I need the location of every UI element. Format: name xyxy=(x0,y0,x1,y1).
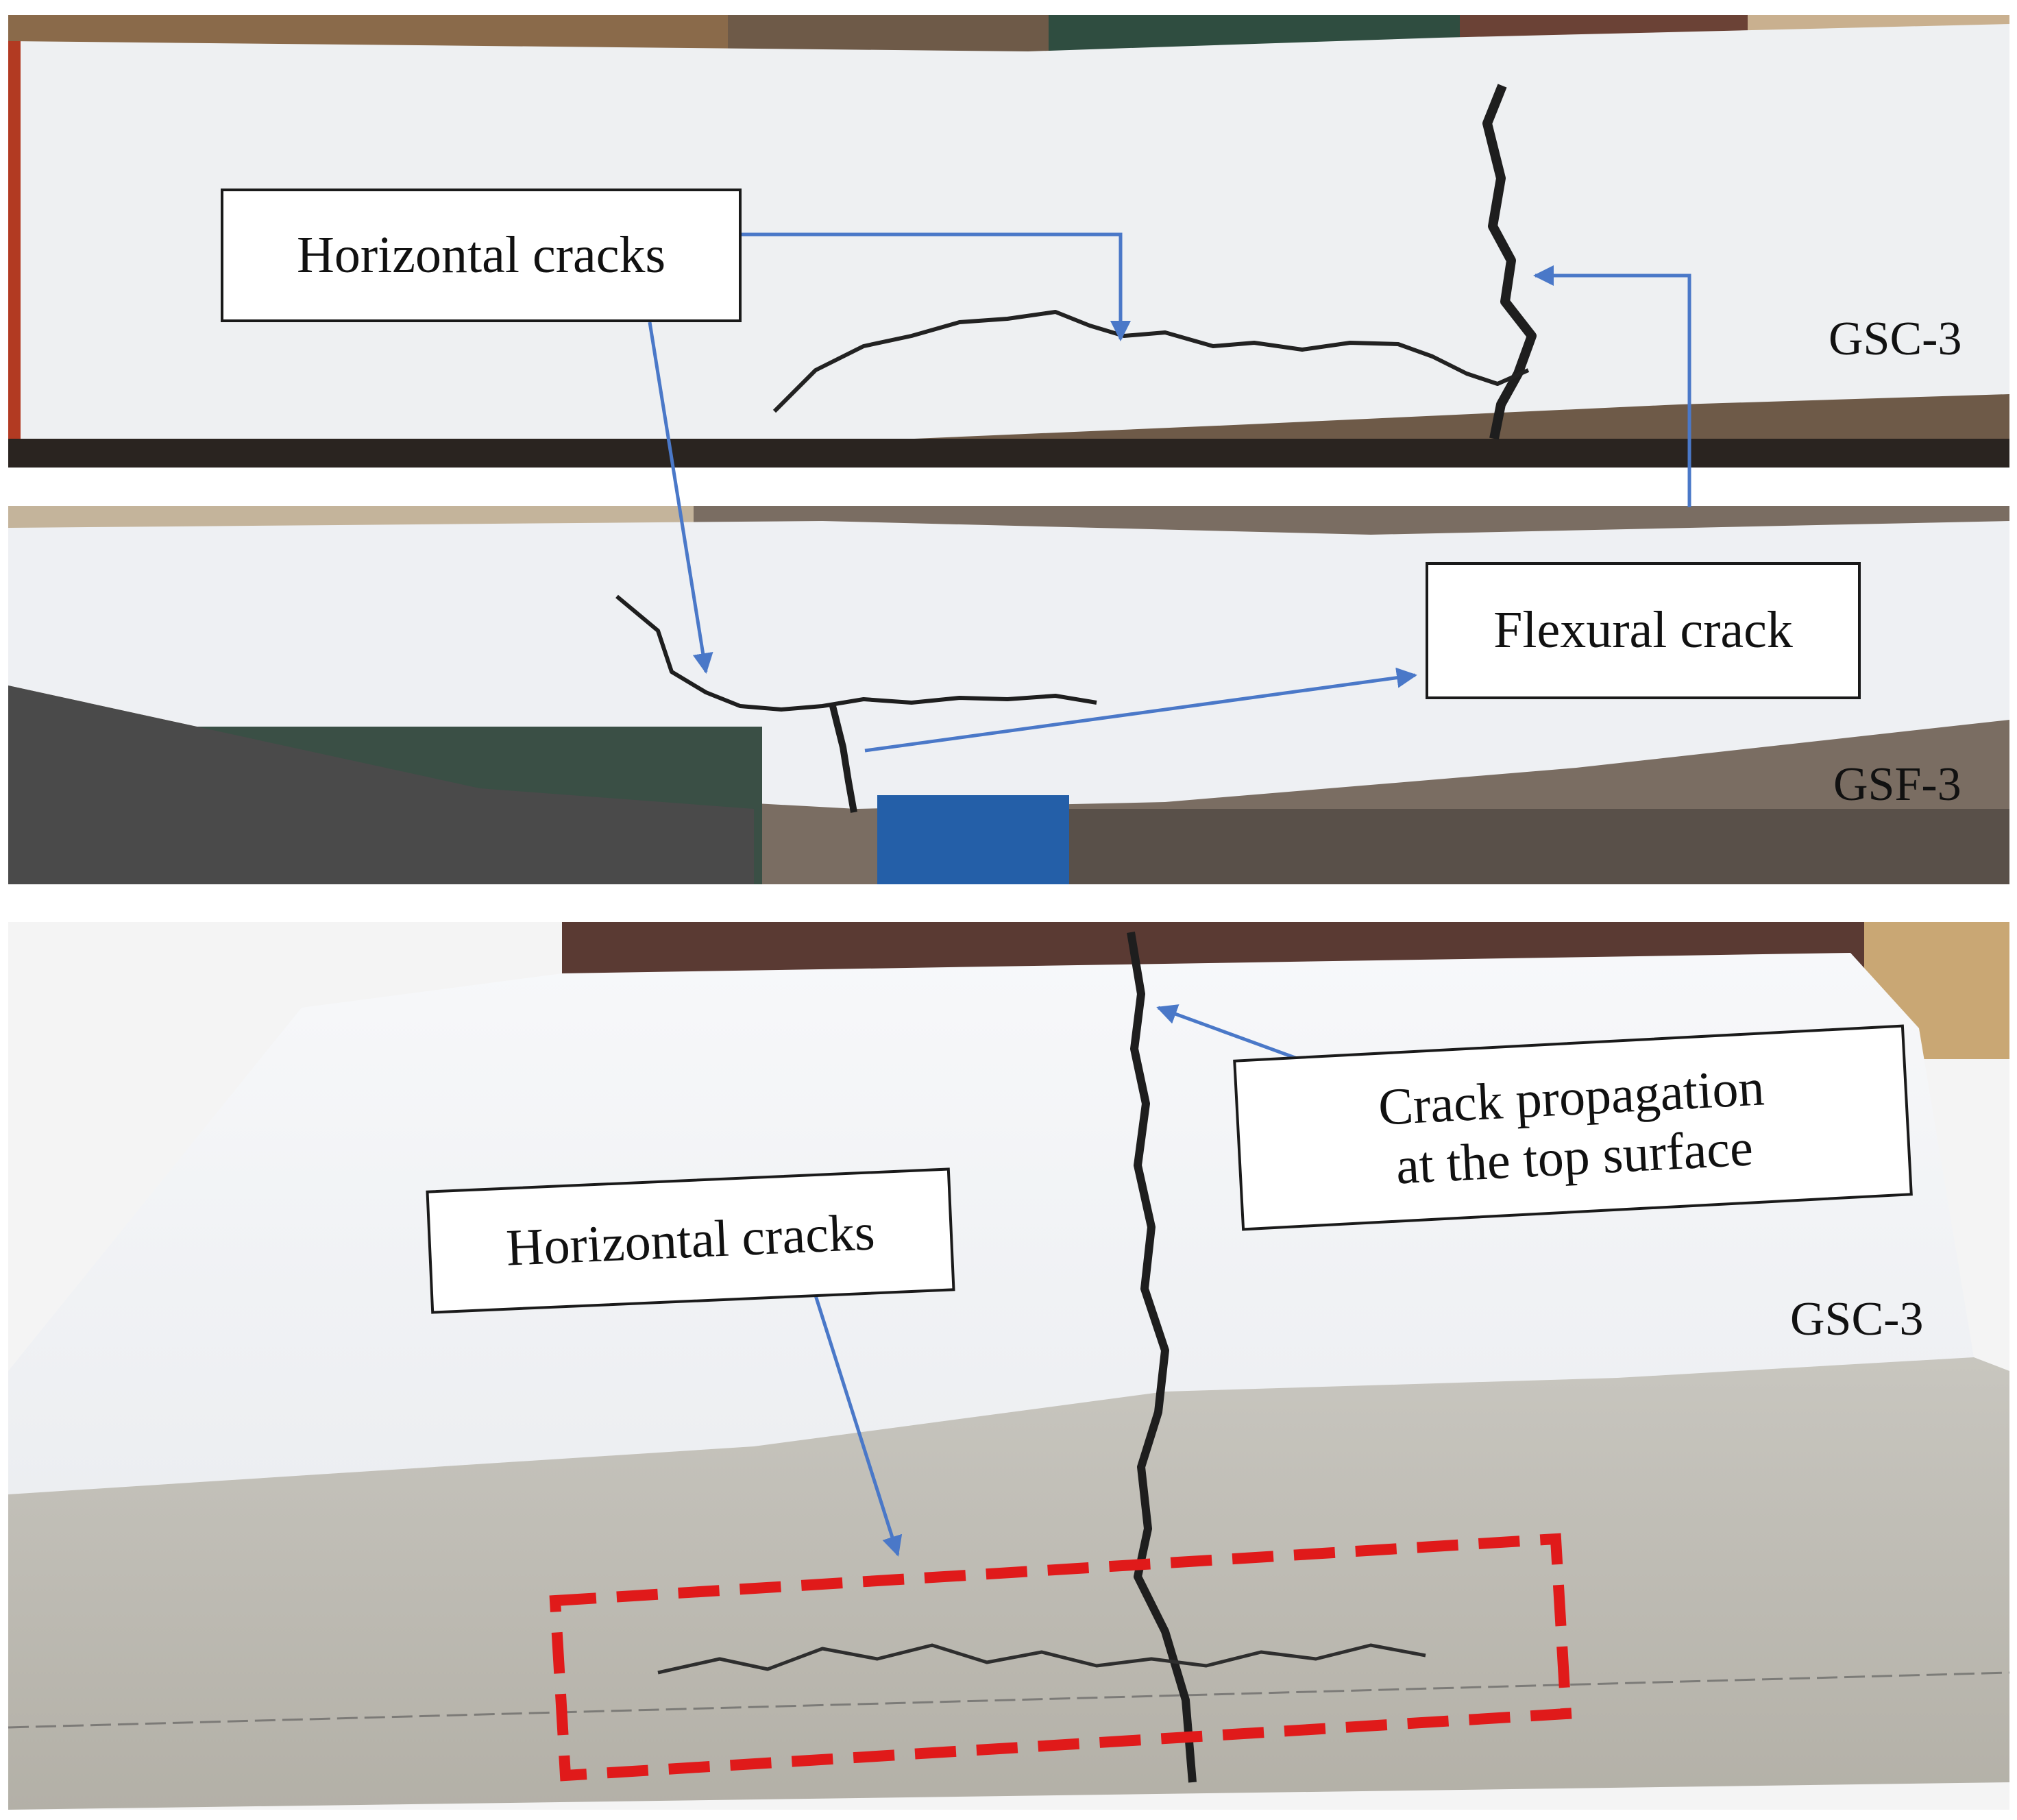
label-text: Horizontal cracks xyxy=(296,226,666,284)
arrow-horizontal-cracks-3 xyxy=(814,1295,903,1557)
specimen-tag-panel-1: GSC-3 xyxy=(1829,313,1962,365)
blue-support xyxy=(877,795,1069,884)
label-flexural-crack: Flexural crack xyxy=(1426,562,1861,699)
arrow-flexural-crack xyxy=(864,667,1417,753)
specimen-tag-panel-2: GSF-3 xyxy=(1833,758,1961,811)
label-text: Flexural crack xyxy=(1493,601,1793,659)
label-text: Horizontal cracks xyxy=(504,1203,877,1277)
arrow-flexural-crack-up xyxy=(1533,265,1691,507)
slab-side-face xyxy=(8,1357,2009,1810)
specimen-tag-panel-3: GSC-3 xyxy=(1790,1293,1924,1346)
arrow-horizontal-cracks-1 xyxy=(742,232,1131,341)
horizontal-crack-line xyxy=(772,310,1530,413)
dashed-region-box xyxy=(549,1533,1572,1782)
label-crack-propagation: Crack propagation at the top surface xyxy=(1233,1024,1913,1231)
label-text: Crack propagation at the top surface xyxy=(1377,1058,1766,1196)
label-horizontal-cracks-top: Horizontal cracks xyxy=(221,189,742,322)
label-horizontal-cracks-bottom: Horizontal cracks xyxy=(426,1167,955,1314)
flexural-crack-line xyxy=(1482,84,1537,440)
annotation-arrows xyxy=(648,232,1691,1557)
arrow-horizontal-cracks-2 xyxy=(648,321,713,674)
panel-1-photo xyxy=(8,15,2009,468)
top-surface-crack-line xyxy=(1127,932,1197,1783)
